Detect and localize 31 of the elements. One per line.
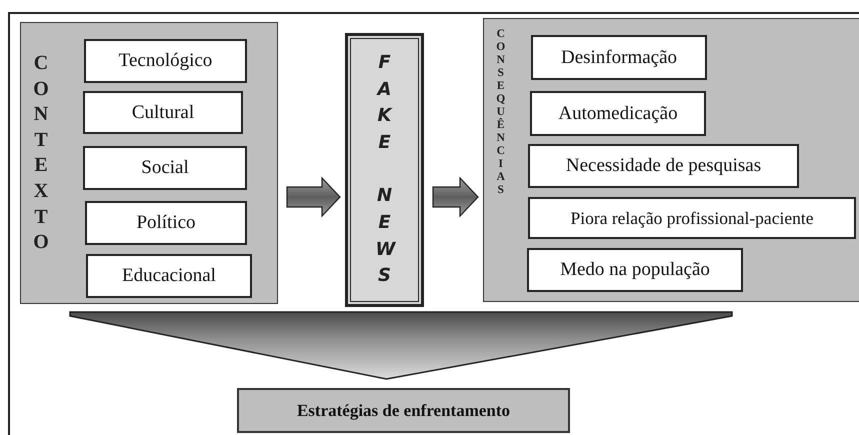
central-box bbox=[345, 33, 424, 307]
item-box bbox=[531, 35, 707, 80]
item-box bbox=[86, 254, 252, 298]
box-label: Cultural bbox=[132, 102, 194, 124]
item-box bbox=[84, 39, 247, 83]
result-box bbox=[237, 388, 570, 433]
box-label: Necessidade de pesquisas bbox=[566, 155, 762, 177]
box-label: Estratégias de enfrentamento bbox=[296, 400, 510, 420]
funnel-arrow bbox=[69, 311, 733, 380]
item-box bbox=[528, 197, 856, 239]
vertical-heading: CONSEQUÊNCIAS bbox=[495, 28, 506, 197]
vertical-heading: CONTEXTO bbox=[32, 51, 50, 256]
box-label: Tecnológico bbox=[118, 50, 212, 72]
box-label: Educacional bbox=[122, 265, 216, 287]
item-box bbox=[83, 91, 243, 134]
block-arrow bbox=[432, 176, 479, 218]
item-box bbox=[530, 91, 706, 136]
box-label: Piora relação profissional-paciente bbox=[570, 208, 814, 228]
group-panel bbox=[20, 22, 278, 304]
item-box bbox=[85, 201, 247, 245]
item-box bbox=[527, 248, 743, 292]
group-panel bbox=[483, 18, 859, 302]
item-box bbox=[528, 144, 799, 188]
box-label: Medo na população bbox=[560, 259, 710, 281]
box-label: Desinformação bbox=[560, 46, 678, 68]
box-label: Automedicação bbox=[558, 102, 678, 124]
block-arrow bbox=[286, 176, 341, 218]
vertical-title: FAKE NEWS bbox=[376, 51, 394, 288]
item-box bbox=[83, 146, 247, 190]
box-label: Social bbox=[141, 157, 189, 179]
box-label: Político bbox=[136, 212, 196, 234]
